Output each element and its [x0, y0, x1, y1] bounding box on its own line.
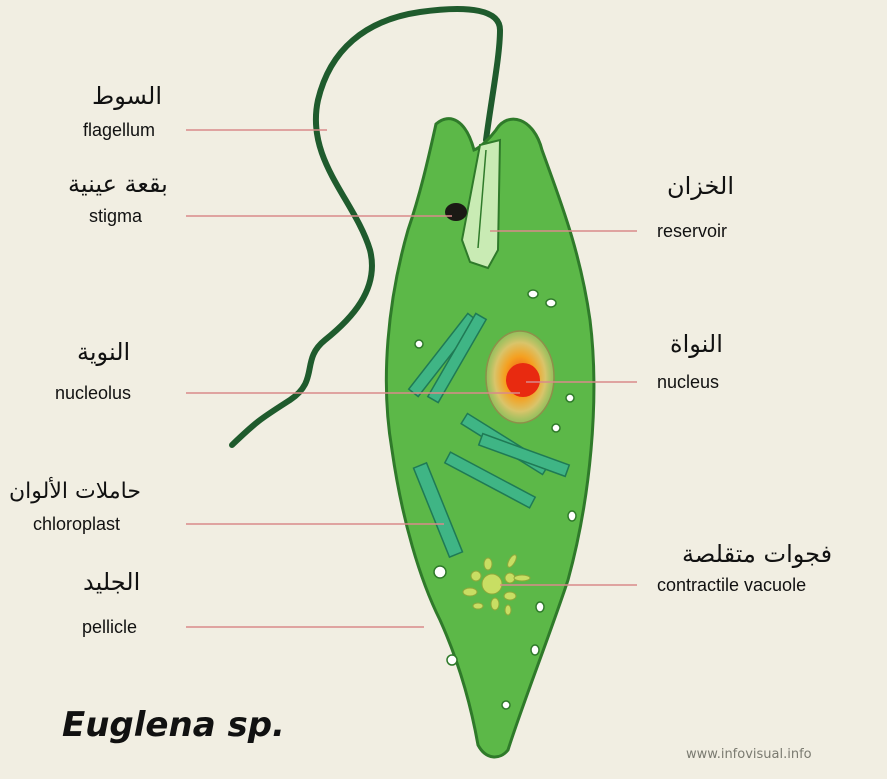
label-flagellum-ar: السوط — [92, 82, 162, 110]
diagram-title: Euglena sp. — [62, 705, 285, 745]
label-contractile-vacuole-ar: فجوات متقلصة — [682, 540, 832, 568]
label-reservoir-ar: الخزان — [667, 172, 734, 200]
stigma-spot — [445, 203, 467, 221]
label-chloroplast-ar: حاملات الألوان — [9, 478, 141, 506]
nucleolus-dot — [506, 363, 540, 397]
label-nucleus-ar: النواة — [670, 330, 723, 358]
label-chloroplast-en: chloroplast — [33, 513, 120, 535]
watermark: www.infovisual.info — [686, 747, 812, 762]
label-nucleolus-ar: النوية — [77, 338, 130, 366]
label-contractile-vacuole-en: contractile vacuole — [657, 574, 806, 596]
label-stigma-ar: بقعة عينية — [68, 170, 168, 198]
label-nucleus-en: nucleus — [657, 371, 719, 393]
label-pellicle-en: pellicle — [82, 616, 137, 638]
label-nucleolus-en: nucleolus — [55, 382, 131, 404]
label-flagellum-en: flagellum — [83, 119, 155, 141]
label-reservoir-en: reservoir — [657, 220, 727, 242]
label-pellicle-ar: الجليد — [83, 568, 140, 596]
label-stigma-en: stigma — [89, 205, 142, 227]
